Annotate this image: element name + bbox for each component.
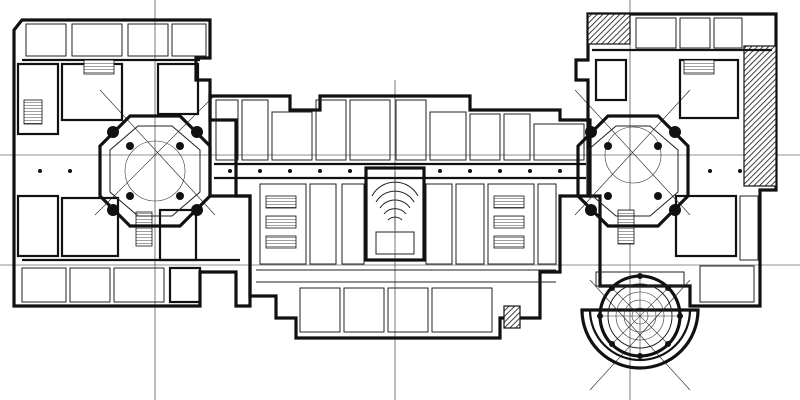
east-octagonal-hall bbox=[576, 114, 690, 228]
central-corridor bbox=[208, 94, 592, 340]
east-wing bbox=[574, 12, 778, 308]
west-octagonal-hall bbox=[98, 114, 212, 228]
southeast-domed-rotunda bbox=[580, 271, 700, 370]
west-wing bbox=[12, 18, 252, 308]
central-lecture-amphitheatre bbox=[364, 166, 426, 262]
corridor-columns bbox=[38, 169, 742, 173]
